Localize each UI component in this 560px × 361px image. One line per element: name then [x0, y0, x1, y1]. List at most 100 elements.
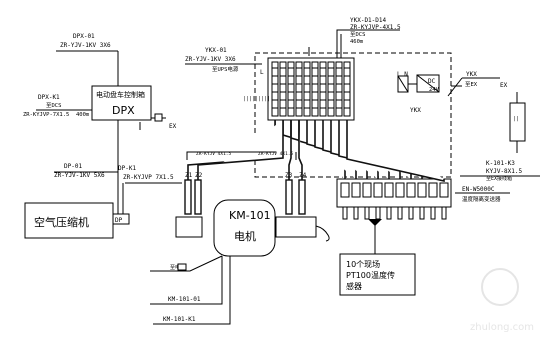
dpx-left-len: 400m [76, 112, 90, 118]
dp-cable: ZR-YJV-1KV 5X6 [54, 172, 105, 179]
strip-column [295, 61, 303, 117]
k101-device [509, 102, 526, 142]
ykx-left-mark: ||||||||| [243, 96, 270, 102]
strip-column [319, 61, 327, 117]
z2-label: Z2 [195, 172, 203, 179]
strip-column [303, 61, 311, 117]
strip-column [327, 61, 335, 117]
ykx-ln-diag [397, 75, 409, 93]
z4-label: Z4 [299, 172, 307, 179]
transmitter-lead [441, 206, 447, 220]
motor-label: 电机 [234, 229, 256, 243]
transmitter-cell [406, 182, 416, 198]
strip-column [335, 61, 343, 117]
ykx-top-cable: ZR-KYJVP-4X1.5 [350, 24, 401, 31]
z2-cable [194, 179, 202, 215]
transmitter-lead [419, 206, 425, 220]
pt100-line1: 10个现场 [346, 260, 380, 269]
transmitter-lead [397, 206, 403, 220]
line-c [150, 255, 223, 272]
dp-group: DP-01 ZR-YJV-1KV 5X6 DP-K1 ZR-KYJVP 7X1.… [24, 163, 182, 239]
transmitter-cell [384, 182, 394, 198]
pt100-line2: PT100温度传 [346, 270, 395, 280]
z-cable-route [288, 120, 292, 180]
ykx-left-cable: ZR-YJV-1KV 3X6 [185, 56, 236, 63]
z-cable-route [197, 120, 284, 180]
transmitter-lead [386, 206, 392, 220]
line-c-terminal [177, 263, 187, 271]
dpx-terminal [154, 113, 163, 122]
ykx-ex-detail: 至EX [465, 81, 478, 88]
transmitter-cell [351, 182, 361, 198]
cab-label-1: ZR-KYJV 4X1.5 [196, 151, 232, 157]
z1-label: Z1 [185, 172, 193, 179]
strip-column [311, 61, 319, 117]
ykx-ex-slant [447, 77, 463, 97]
watermark-text: zhulong.com [470, 322, 534, 333]
fan-cable [346, 120, 445, 183]
k101-tag: K-101-K3 [486, 160, 515, 167]
motor-group: KM-101 电机 [175, 199, 330, 257]
strip-column [287, 61, 295, 117]
transmitter-cell [340, 182, 350, 198]
transmitter-lead [430, 206, 436, 220]
z4-cable [298, 179, 306, 215]
dc-voltage: 24V [429, 87, 440, 93]
z1-cable [184, 179, 192, 215]
pt100-arrow [368, 219, 382, 226]
motor-lines: 至电源 KM-101-01 KM-101-K1 [150, 255, 231, 325]
motor-right-terminal [275, 216, 317, 238]
dp-tag: DP-01 [64, 163, 82, 170]
line-b [153, 256, 231, 325]
motor-shaft-curve [315, 225, 330, 242]
z3-label: Z3 [285, 172, 293, 179]
transmitter-cell [395, 182, 405, 198]
ykx-left-tag: YKX-01 [205, 47, 227, 54]
dpx-right-tag: EX [169, 123, 177, 130]
transmitter-cell [417, 182, 427, 198]
cab-line-1 [186, 151, 276, 160]
cab-label-2: ZR-KYJV 4X1.5 [258, 151, 294, 157]
en-group: EN-W5000C 温度隔离变送器 [336, 178, 510, 220]
dpx-box-title: 电动盘车控制箱 [96, 90, 145, 99]
strip-column [343, 61, 351, 117]
dpx-top-cable: ZR-YJV-1KV 3X6 [60, 42, 111, 49]
pt100-group: 10个现场 PT100温度传 感器 [339, 219, 416, 296]
motor-body [213, 199, 276, 257]
dc-label: DC [428, 78, 436, 85]
compressor-label: 空气压缩机 [34, 215, 89, 229]
transmitter-lead [342, 206, 348, 220]
ykx-top-dest: 至DCS [350, 31, 365, 38]
line-a-label: KM-101-01 [168, 296, 201, 303]
en-model: EN-W5000C [462, 186, 495, 193]
line-b-label: KM-101-K1 [163, 316, 196, 323]
ykx-ln: L N [397, 71, 408, 78]
dpx-left-cable: ZR-KYJVP-7X1.5 [23, 112, 69, 118]
transmitter-cell [439, 182, 449, 198]
dpx-top-tag: DPX-01 [73, 33, 95, 40]
watermark-logo [481, 268, 519, 306]
pt100-line3: 感器 [346, 281, 362, 291]
cable-fan [187, 120, 445, 183]
ykx-top-bundle-a [336, 29, 400, 58]
ykx-ex-tag: YKX [466, 71, 477, 78]
dp-label: DP [115, 217, 123, 224]
dpx-left-tag: DPX-K1 [38, 94, 60, 101]
dp-k-tag: DP-K1 [118, 165, 136, 172]
ykx-group: YKX-01 ZR-YJV-1KV 3X6 至UPS电源 L N YKX-D1-… [185, 17, 508, 178]
dp-k-cable: ZR-KYJVP 7X1.5 [123, 174, 174, 181]
strip-column [271, 61, 279, 117]
ykx-ex: EX [500, 82, 508, 89]
pt100-box [339, 253, 416, 296]
z-cable-route [298, 120, 303, 180]
motor-left-terminal [175, 216, 203, 238]
ykx-top-tag: YKX-D1-D14 [350, 17, 387, 24]
transmitter-lead [364, 206, 370, 220]
dpx-left-detail: 至DCS [46, 102, 61, 109]
en-desc: 温度隔离变送器 [462, 195, 501, 203]
ykx-terminal-columns [271, 61, 351, 117]
watermark: zhulong.com [470, 268, 534, 333]
en-transmitter-cells [340, 182, 449, 220]
transmitter-cell [373, 182, 383, 198]
